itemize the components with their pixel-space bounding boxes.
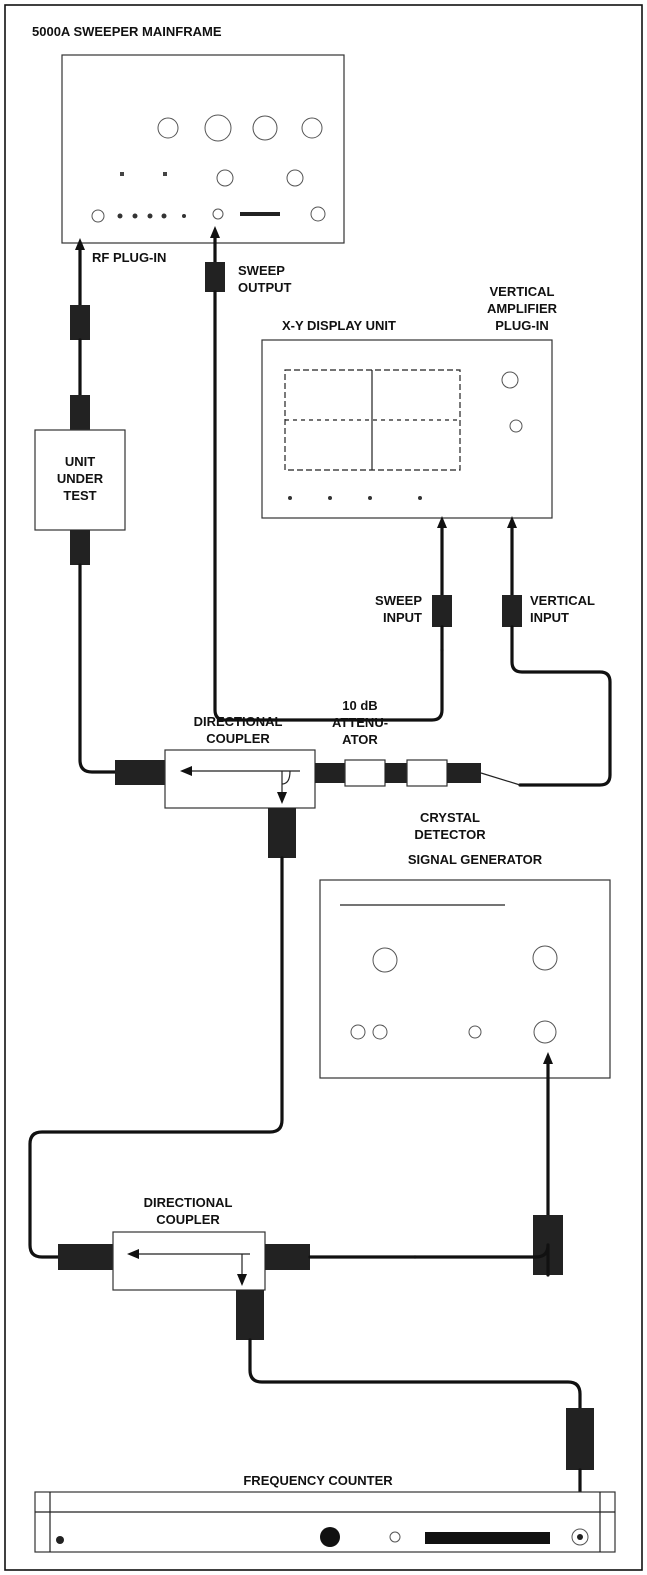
coupler1-label-1: DIRECTIONAL: [194, 714, 283, 729]
uut-output-connector: [70, 530, 90, 565]
coupler1-coupled-connector: [268, 808, 296, 858]
vert-amp-label-3: PLUG-IN: [495, 318, 548, 333]
attenuator-10db: [344, 759, 386, 787]
attenuator-label-2: ATTENU-: [332, 715, 388, 730]
crystal-detector-label-1: CRYSTAL: [420, 810, 480, 825]
xy-display-label: X-Y DISPLAY UNIT: [282, 318, 396, 333]
coupler2-label-1: DIRECTIONAL: [144, 1195, 233, 1210]
unit-under-test: [34, 429, 126, 531]
sweep-input-label-1: SWEEP: [375, 593, 422, 608]
rf-plugin-label: RF PLUG-IN: [92, 250, 166, 265]
directional-coupler-1: [164, 749, 316, 809]
coupler2-input-connector: [58, 1244, 113, 1270]
sweep-output-connector: [205, 262, 225, 292]
coupler2-side-connector: [265, 1244, 310, 1270]
figure-border: [4, 4, 643, 1571]
coupler1-side-connector: [315, 763, 345, 783]
uut-input-connector: [70, 395, 90, 430]
xy-display-unit: [261, 339, 553, 519]
vert-amp-label-2: AMPLIFIER: [487, 301, 558, 316]
sweeper-mainframe-title: 5000A SWEEPER MAINFRAME: [32, 24, 222, 39]
directional-coupler-2: [112, 1231, 266, 1291]
sweeper-mainframe: [61, 54, 345, 244]
sweep-input-connector: [432, 595, 452, 627]
detector-lead: [480, 772, 521, 786]
attenuator-label-1: 10 dB: [342, 698, 377, 713]
vert-amp-label-1: VERTICAL: [490, 284, 555, 299]
crystal-detector-label-2: DETECTOR: [414, 827, 486, 842]
sweep-output-label-2: OUTPUT: [238, 280, 292, 295]
rf-cable-connector: [70, 305, 90, 340]
crystal-detector-connector: [447, 763, 481, 783]
uut-label-2: UNDER: [57, 471, 104, 486]
crystal-detector-body: [406, 759, 448, 787]
uut-label-3: TEST: [63, 488, 96, 503]
uut-label-1: UNIT: [65, 454, 95, 469]
counter-input-cable-connector: [566, 1408, 594, 1470]
attenuator-connector: [385, 763, 407, 783]
sweep-input-label-2: INPUT: [383, 610, 422, 625]
coupler2-coupled-connector: [236, 1290, 264, 1340]
frequency-counter-label: FREQUENCY COUNTER: [243, 1473, 393, 1488]
attenuator-label-3: ATOR: [342, 732, 378, 747]
sweep-output-label-1: SWEEP: [238, 263, 285, 278]
vertical-input-label-1: VERTICAL: [530, 593, 595, 608]
vertical-input-connector: [502, 595, 522, 627]
coupler2-label-2: COUPLER: [156, 1212, 220, 1227]
vertical-input-label-2: INPUT: [530, 610, 569, 625]
coupler1-input-connector: [115, 760, 165, 785]
signal-generator-label: SIGNAL GENERATOR: [408, 852, 543, 867]
frequency-counter: [34, 1491, 616, 1553]
coupler1-label-2: COUPLER: [206, 731, 270, 746]
signal-generator: [319, 879, 611, 1079]
